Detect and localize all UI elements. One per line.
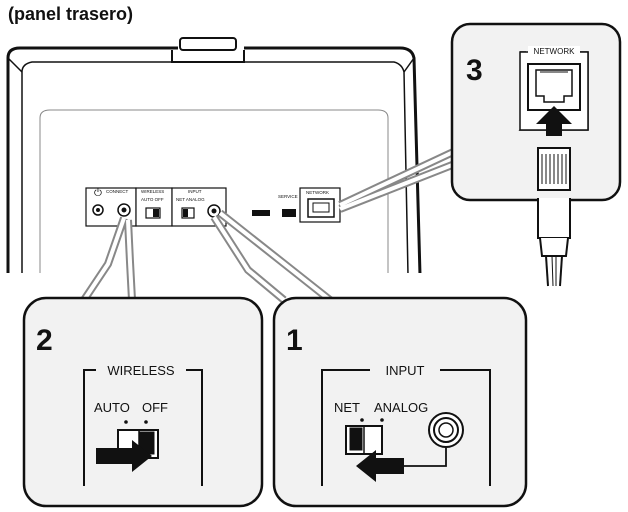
insert-arrow-up	[536, 106, 572, 136]
net-analog-label-small: NET ANALOG	[176, 197, 205, 202]
callout-wireless: 2 WIRELESS AUTO OFF	[22, 216, 264, 508]
auto-off-label-small: AUTO OFF	[141, 197, 164, 202]
analog-jack	[428, 412, 464, 448]
slide-arrow-left	[356, 450, 404, 482]
callout-number-2: 2	[36, 324, 53, 357]
diagram-caption: (panel trasero)	[8, 4, 134, 24]
input-group-label: INPUT	[386, 363, 425, 378]
slide-arrow-right	[96, 440, 152, 472]
net-option-label: NET	[334, 400, 360, 415]
rj45-port	[535, 69, 573, 103]
connect-label: CONNECT	[106, 189, 129, 194]
wireless-label-small: WIRELESS	[141, 189, 164, 194]
device-body	[0, 37, 440, 279]
usb-port	[252, 210, 270, 216]
callout-number-3: 3	[466, 54, 483, 87]
network-label-small: NETWORK	[306, 190, 329, 195]
callout-number-1: 1	[286, 324, 303, 357]
wireless-group-label: WIRELESS	[107, 363, 175, 378]
network-port-label: NETWORK	[534, 47, 576, 56]
off-option-label: OFF	[142, 400, 168, 415]
power-icon: ⏻	[94, 188, 102, 199]
wireless-block	[135, 187, 173, 227]
device-connector-strip: ⏻ CONNECT WIRELESS AUTO OFF INPUT NET AN…	[85, 187, 341, 227]
network-cable-plug	[537, 147, 571, 191]
callout-network: 3 NETWORK	[338, 22, 622, 213]
callout-input: 1 INPUT NET ANALOG	[210, 209, 528, 508]
service-port	[282, 209, 296, 217]
input-label-small: INPUT	[188, 189, 202, 194]
service-label: SERVICE	[278, 194, 298, 199]
network-cable	[537, 198, 571, 287]
analog-option-label: ANALOG	[374, 400, 428, 415]
auto-option-label: AUTO	[94, 400, 130, 415]
